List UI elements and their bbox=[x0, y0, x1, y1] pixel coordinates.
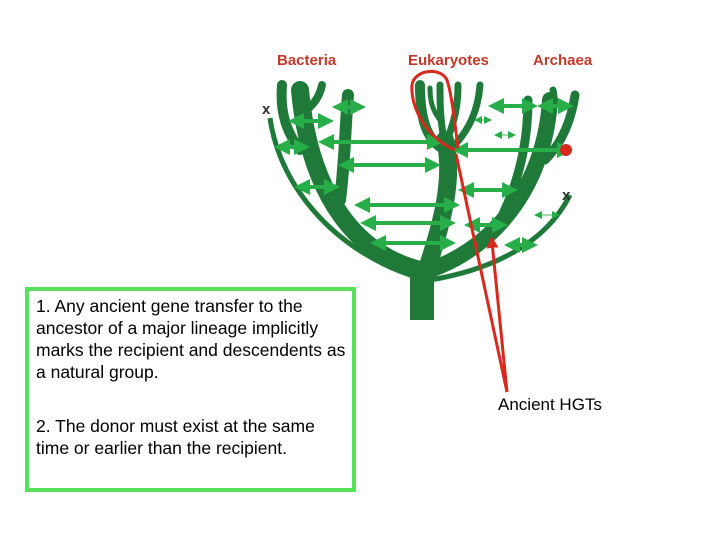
hgt-arrows-faint bbox=[474, 116, 560, 219]
red-dot bbox=[560, 144, 572, 156]
x-mark-left: x bbox=[262, 101, 271, 118]
branch-euk-e bbox=[427, 85, 443, 123]
x-mark-right: x bbox=[562, 187, 571, 204]
red-pointer-2 bbox=[486, 236, 509, 393]
hgt-arrows bbox=[274, 98, 574, 253]
red-eukaryote-loop bbox=[410, 69, 460, 152]
note-2: 2. The donor must exist at the same time… bbox=[36, 416, 315, 458]
label-eukaryotes: Eukaryotes bbox=[408, 52, 489, 69]
ancient-hgts-label: Ancient HGTs bbox=[498, 395, 602, 414]
branch-euk-b bbox=[436, 81, 449, 149]
label-archaea: Archaea bbox=[533, 52, 593, 69]
note-1: 1. Any ancient gene transfer to the ance… bbox=[36, 296, 346, 382]
branch-bacteria-inner bbox=[334, 89, 354, 206]
label-bacteria: Bacteria bbox=[277, 52, 337, 69]
branch-euk-c bbox=[443, 81, 462, 144]
branch-central bbox=[416, 131, 458, 284]
red-pointer-1 bbox=[454, 153, 509, 393]
notes-box: 1. Any ancient gene transfer to the ance… bbox=[25, 287, 356, 492]
branch-archaea-main bbox=[422, 92, 558, 278]
branch-bacteria-twig bbox=[296, 81, 326, 119]
